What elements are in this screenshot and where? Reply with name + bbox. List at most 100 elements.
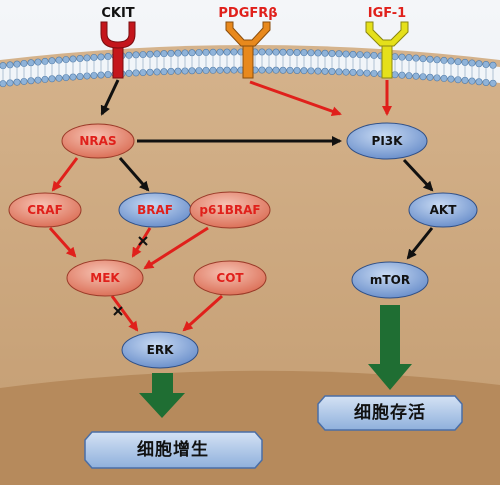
arrow-pi3k-akt <box>402 158 434 192</box>
lipid-head-inner <box>272 66 280 74</box>
lipid-head-outer <box>216 48 224 56</box>
lipid-head-inner <box>391 71 399 79</box>
lipid-head-outer <box>461 58 469 66</box>
lipid-head-outer <box>160 50 168 58</box>
lipid-head-inner <box>412 72 420 80</box>
outcome-proliferation: 细胞增生 <box>84 431 263 469</box>
arrow-nras-craf <box>51 157 79 192</box>
arrows <box>48 79 434 332</box>
lipid-head-inner <box>468 77 476 85</box>
lipid-head-inner <box>454 76 462 84</box>
lipid-head-inner <box>307 67 315 75</box>
arrow-mek-erk <box>110 295 139 332</box>
lipid-head-outer <box>454 58 462 66</box>
lipid-head-outer <box>258 48 266 56</box>
lipid-head-outer <box>265 48 273 56</box>
lipid-head-inner <box>83 72 91 80</box>
mtor-label: mTOR <box>370 273 410 287</box>
lipid-head-outer <box>41 57 49 65</box>
lipid-head-outer <box>328 50 336 58</box>
erk-label: ERK <box>147 343 174 357</box>
lipid-head-outer <box>181 49 189 57</box>
node-braf: BRAF <box>118 192 192 228</box>
lipid-head-inner <box>314 67 322 75</box>
lipid-head-inner <box>398 71 406 79</box>
lipid-head-inner <box>328 68 336 76</box>
lipid-head-inner <box>174 67 182 75</box>
outcome-survival: 细胞存活 <box>317 395 463 431</box>
lipid-head-outer <box>370 51 378 59</box>
arrow-erk-proliferation <box>139 373 185 418</box>
lipid-head-outer <box>391 53 399 61</box>
lipid-head-outer <box>13 60 21 68</box>
nras-label: NRAS <box>79 134 116 148</box>
node-akt: AKT <box>408 192 478 228</box>
lipid-head-inner <box>132 69 140 77</box>
lipid-head-outer <box>419 55 427 63</box>
lipid-head-inner <box>55 74 63 82</box>
lipid-head-inner <box>139 69 147 77</box>
node-mtor: mTOR <box>351 261 429 299</box>
node-mek: MEK <box>66 259 144 297</box>
lipid-head-outer <box>27 59 35 67</box>
pi3k-label: PI3K <box>372 134 404 148</box>
arrow-cot-erk <box>182 294 224 332</box>
lipid-head-inner <box>41 75 49 83</box>
lipid-head-outer <box>0 62 7 70</box>
proliferation-label: 细胞增生 <box>137 439 209 460</box>
lipid-head-outer <box>426 55 434 63</box>
lipid-head-inner <box>0 80 7 88</box>
lipid-head-outer <box>90 53 98 61</box>
lipid-head-inner <box>279 66 287 74</box>
lipid-head-inner <box>76 72 84 80</box>
lipid-head-inner <box>181 67 189 75</box>
lipid-head-inner <box>419 73 427 81</box>
lipid-head-inner <box>461 76 469 84</box>
braf-label: BRAF <box>137 203 173 217</box>
lipid-head-inner <box>440 74 448 82</box>
lipid-head-outer <box>272 48 280 56</box>
lipid-head-inner <box>48 75 56 83</box>
lipid-head-inner <box>13 78 21 86</box>
lipid-head-outer <box>167 49 175 57</box>
node-erk: ERK <box>121 331 199 369</box>
lipid-head-outer <box>342 50 350 58</box>
lipid-head-outer <box>83 54 91 62</box>
lipid-head-outer <box>412 54 420 62</box>
lipid-head-outer <box>321 49 329 57</box>
lipid-head-outer <box>398 53 406 61</box>
lipid-head-outer <box>97 53 105 61</box>
lipid-head-inner <box>202 66 210 74</box>
inhibition-mark-braf-mek <box>138 236 148 246</box>
lipid-head-inner <box>349 68 357 76</box>
lipid-head-inner <box>293 66 301 74</box>
lipid-head-inner <box>104 71 112 79</box>
lipid-head-outer <box>314 49 322 57</box>
ckit-label: CKIT <box>101 6 134 21</box>
lipid-head-outer <box>468 59 476 67</box>
lipid-head-outer <box>286 48 294 56</box>
lipid-head-outer <box>62 56 70 64</box>
lipid-head-inner <box>265 66 273 74</box>
lipid-head-outer <box>195 49 203 57</box>
survival-label: 细胞存活 <box>354 402 426 423</box>
lipid-head-outer <box>174 49 182 57</box>
lipid-head-outer <box>307 49 315 57</box>
lipid-head-outer <box>146 50 154 58</box>
mek-label: MEK <box>90 271 120 285</box>
arrow-ckit-nras <box>100 79 120 116</box>
arrow-mtor-survival <box>368 305 412 390</box>
lipid-head-inner <box>223 66 231 74</box>
lipid-head-inner <box>342 68 350 76</box>
node-cot: COT <box>193 260 267 296</box>
lipid-head-outer <box>69 55 77 63</box>
lipid-head-outer <box>279 48 287 56</box>
lipid-head-inner <box>34 76 42 84</box>
lipid-head-outer <box>349 50 357 58</box>
lipid-head-outer <box>20 59 28 67</box>
lipid-head-inner <box>97 71 105 79</box>
lipid-head-inner <box>27 77 35 85</box>
lipid-head-outer <box>489 61 497 69</box>
lipid-head-outer <box>34 58 42 66</box>
